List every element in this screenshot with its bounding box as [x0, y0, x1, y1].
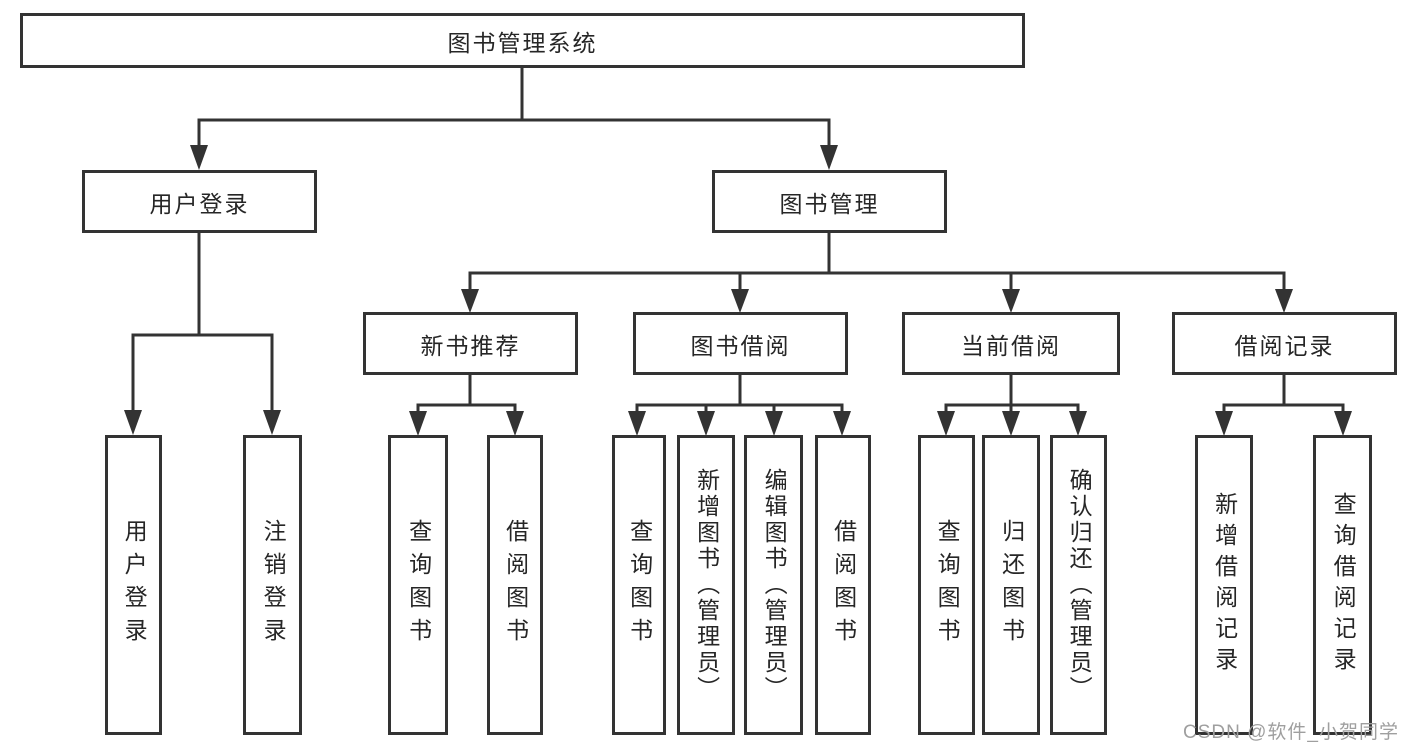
node-leaf-query-books-3: 查询图书 [918, 435, 975, 735]
leaf-label: 用户登录 [121, 519, 148, 651]
node-leaf-edit-books-admin: 编辑图书（管理员） [744, 435, 803, 735]
node-leaf-add-books-admin: 新增图书（管理员） [677, 435, 735, 735]
leaf-label: 注销登录 [260, 519, 287, 651]
node-leaf-user-login: 用户登录 [105, 435, 162, 735]
leaf-label: 编辑图书（管理员） [761, 468, 788, 702]
node-leaf-query-borrow-record: 查询借阅记录 [1313, 435, 1372, 735]
node-leaf-add-borrow-record: 新增借阅记录 [1195, 435, 1253, 735]
node-leaf-borrow-books-2: 借阅图书 [815, 435, 871, 735]
node-book-management: 图书管理 [712, 170, 947, 233]
node-book-borrow: 图书借阅 [633, 312, 848, 375]
leaf-label: 新增借阅记录 [1211, 492, 1238, 678]
node-borrow-records: 借阅记录 [1172, 312, 1397, 375]
node-root: 图书管理系统 [20, 13, 1025, 68]
node-current-borrow: 当前借阅 [902, 312, 1120, 375]
node-leaf-borrow-books-1: 借阅图书 [487, 435, 543, 735]
leaf-label: 查询图书 [934, 519, 961, 651]
leaf-label: 归还图书 [998, 519, 1025, 651]
leaf-label: 查询借阅记录 [1330, 492, 1357, 678]
node-leaf-return-books: 归还图书 [982, 435, 1040, 735]
leaf-label: 借阅图书 [830, 519, 857, 651]
leaf-label: 借阅图书 [502, 519, 529, 651]
leaf-label: 查询图书 [626, 519, 653, 651]
leaf-label: 新增图书（管理员） [693, 468, 720, 702]
node-leaf-query-books-2: 查询图书 [612, 435, 666, 735]
node-user-login: 用户登录 [82, 170, 317, 233]
leaf-label: 确认归还（管理员） [1066, 468, 1093, 702]
leaf-label: 查询图书 [405, 519, 432, 651]
node-leaf-query-books-1: 查询图书 [388, 435, 448, 735]
node-new-book-recommend: 新书推荐 [363, 312, 578, 375]
csdn-watermark: CSDN @软件_小贺同学 [1183, 722, 1399, 743]
node-leaf-logout: 注销登录 [243, 435, 302, 735]
node-leaf-confirm-return-admin: 确认归还（管理员） [1050, 435, 1107, 735]
